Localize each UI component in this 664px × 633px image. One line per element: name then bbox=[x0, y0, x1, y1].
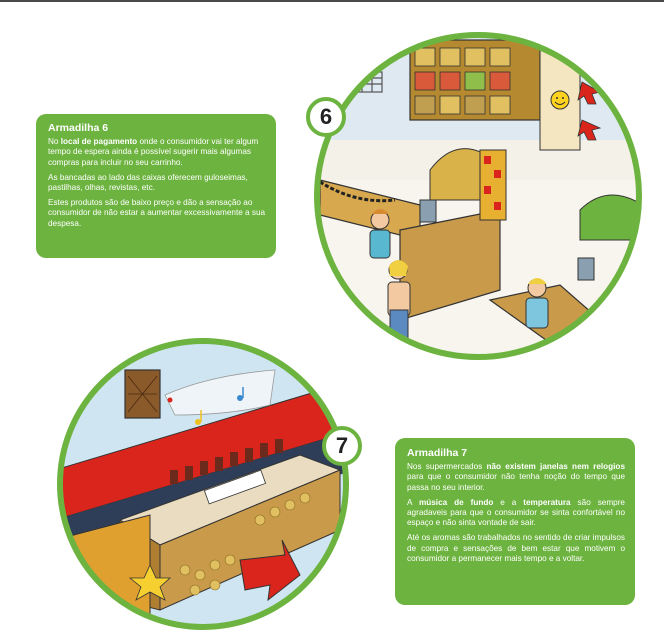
armadilha-7-paragraph-3: Até os aromas são trabalhados no sentido… bbox=[407, 533, 625, 563]
armadilha-7-paragraph-2: A música de fundo e a temperatura são se… bbox=[407, 498, 625, 529]
armadilha-7-p1-text-b: para que o consumidor não tenha noção do… bbox=[407, 472, 625, 492]
music-note-icon bbox=[167, 387, 244, 425]
armadilha-7-p2-bold-1: música de fundo bbox=[418, 497, 494, 507]
smiley-icon bbox=[550, 90, 570, 110]
armadilha-6-card: Armadilha 6 No local de pagamento onde o… bbox=[36, 114, 276, 258]
armadilha-6-paragraph-1: No local de pagamento onde o consumidor … bbox=[48, 137, 266, 168]
armadilha-7-p2-text-b: e a bbox=[493, 497, 524, 507]
armadilha-6-paragraph-3: Estes produtos são de baixo preço e dão … bbox=[48, 198, 266, 228]
armadilha-7-title: Armadilha 7 bbox=[407, 447, 468, 459]
armadilha-6-p1-text-a: No bbox=[48, 137, 61, 147]
armadilha-6-title: Armadilha 6 bbox=[48, 122, 109, 134]
armadilha-7-p1-bold: não existem janelas nem relogios bbox=[486, 462, 626, 472]
red-arrow-icon bbox=[239, 539, 301, 602]
armadilha-7-p2-text-a: A bbox=[407, 497, 419, 507]
armadilha-6-p1-bold: local de pagamento bbox=[60, 137, 138, 147]
armadilha-6-p1-text-b: onde o consumidor vai ter algum tempo de… bbox=[48, 137, 259, 167]
top-rule bbox=[0, 0, 664, 2]
armadilha-7-number-badge: 7 bbox=[322, 426, 362, 466]
armadilha-7-p2-text-c: são sempre agradaveis para que o consumi… bbox=[407, 497, 625, 528]
armadilha-6-number-badge: 6 bbox=[306, 97, 346, 137]
armadilha-7-card: Armadilha 7 Nos supermercados não existe… bbox=[395, 438, 635, 605]
armadilha-7-p2-bold-2: temperatura bbox=[523, 497, 571, 507]
armadilha-7-paragraph-1: Nos supermercados não existem janelas ne… bbox=[407, 462, 625, 493]
armadilha-7-p1-text-a: Nos supermercados bbox=[407, 462, 487, 472]
armadilha-6-paragraph-2: As bancadas ao lado das caixas oferecem … bbox=[48, 172, 248, 193]
